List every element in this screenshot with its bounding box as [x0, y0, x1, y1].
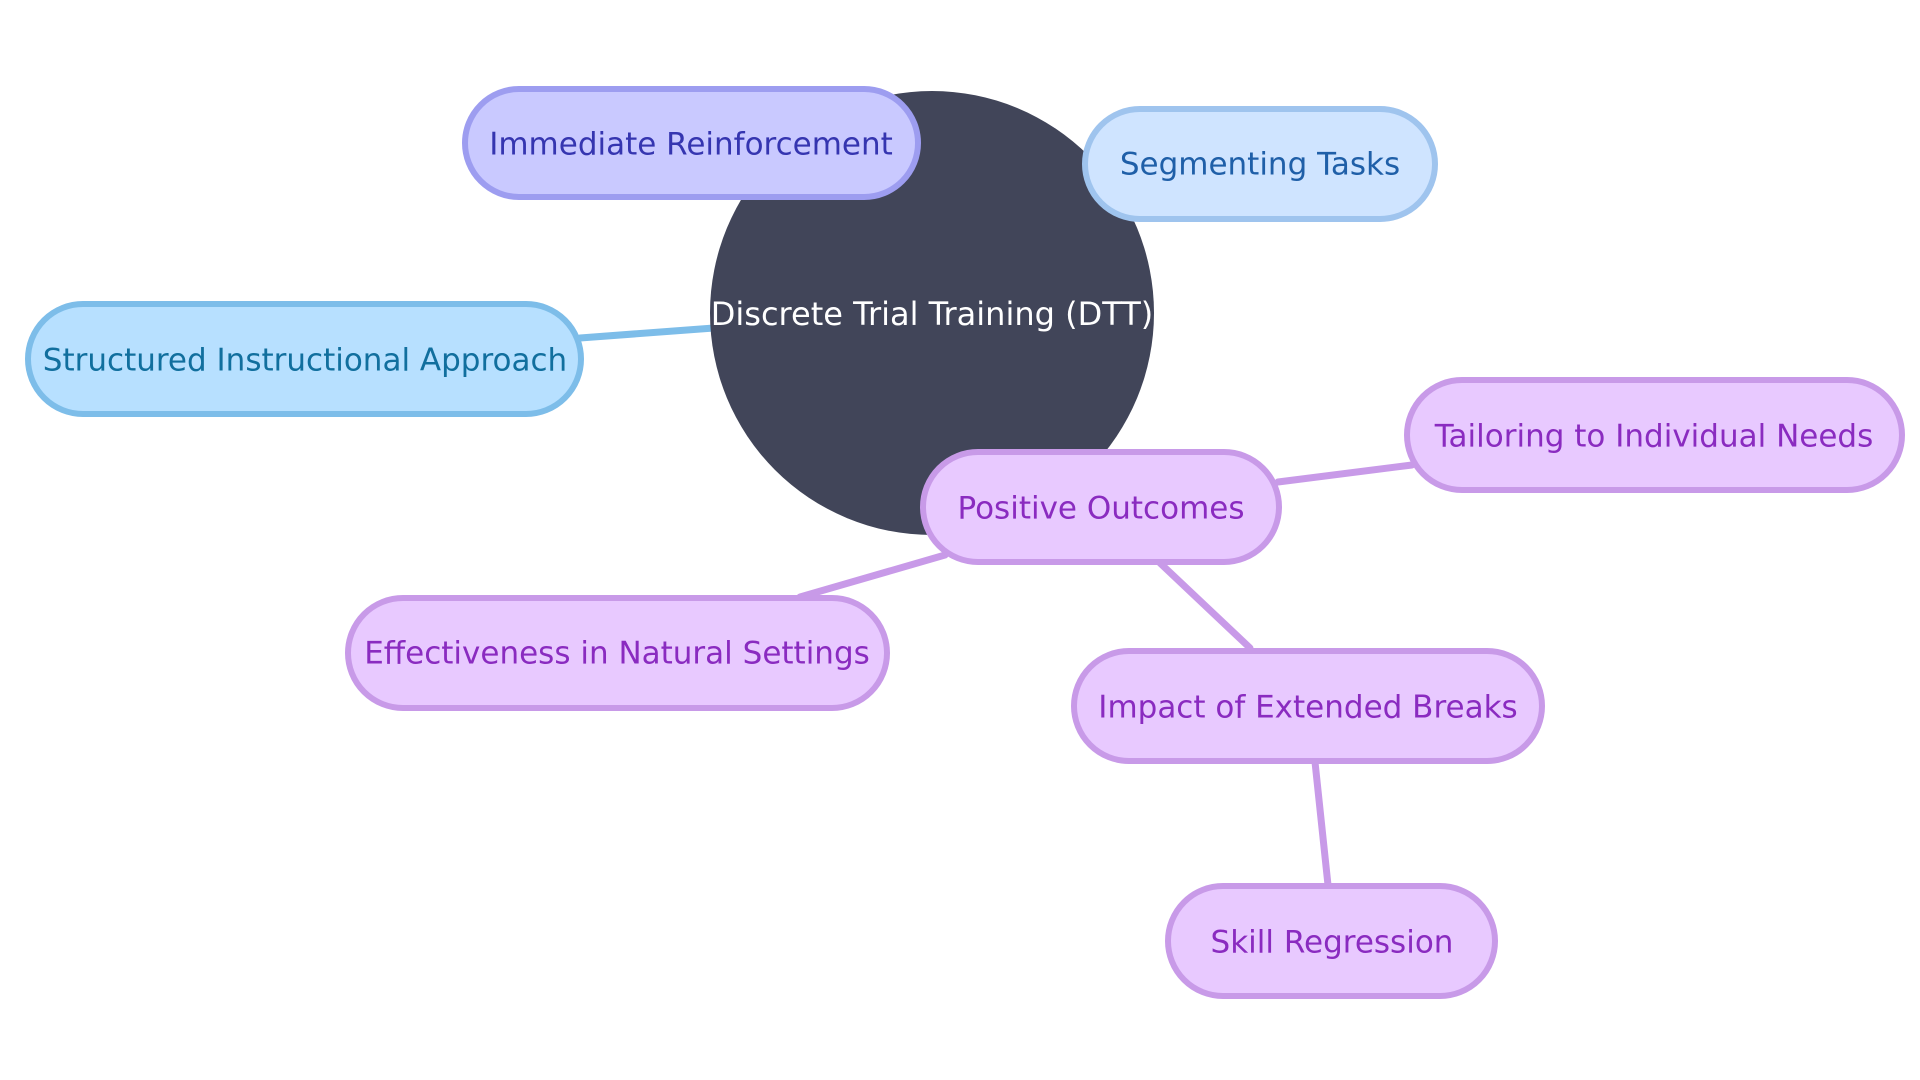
node-shape [345, 595, 890, 711]
node-shape [1071, 648, 1545, 764]
node-label: Positive Outcomes [958, 491, 1245, 527]
node-shape [1082, 106, 1438, 222]
node-effectiveness-in-natural-settings[interactable]: Effectiveness in Natural Settings [345, 595, 890, 711]
node-structured-instructional-approach[interactable]: Structured Instructional Approach [25, 301, 584, 417]
node-label: Structured Instructional Approach [43, 343, 567, 379]
edge-positive-outcomes-tailoring [1274, 461, 1416, 486]
node-label: Impact of Extended Breaks [1098, 690, 1517, 726]
node-label: Skill Regression [1211, 925, 1454, 961]
node-shape [920, 449, 1282, 565]
node-impact-of-extended-breaks[interactable]: Impact of Extended Breaks [1071, 648, 1545, 764]
root-node[interactable]: Discrete Trial Training (DTT) [710, 91, 1154, 535]
node-shape [1165, 883, 1498, 999]
node-immediate-reinforcement[interactable]: Immediate Reinforcement [462, 86, 921, 200]
edges-layer [576, 324, 1416, 889]
node-label: Effectiveness in Natural Settings [364, 636, 870, 672]
node-label: Immediate Reinforcement [489, 127, 893, 163]
node-skill-regression[interactable]: Skill Regression [1165, 883, 1498, 999]
edge-positive-outcomes-effectiveness [796, 551, 949, 601]
node-shape [25, 301, 584, 417]
edge-impact-skill-regression [1311, 758, 1332, 889]
node-shape [462, 86, 921, 200]
node-label: Segmenting Tasks [1120, 147, 1400, 183]
node-positive-outcomes[interactable]: Positive Outcomes [920, 449, 1282, 565]
node-shape [1404, 377, 1905, 493]
edge-positive-outcomes-impact [1156, 559, 1254, 652]
root-node-label: Discrete Trial Training (DTT) [711, 295, 1153, 333]
root-node-shape [710, 91, 1154, 535]
node-tailoring-to-individual-needs[interactable]: Tailoring to Individual Needs [1404, 377, 1905, 493]
node-label: Tailoring to Individual Needs [1434, 419, 1874, 455]
node-segmenting-tasks[interactable]: Segmenting Tasks [1082, 106, 1438, 222]
edge-root-structured-instructional-approach [576, 324, 718, 342]
